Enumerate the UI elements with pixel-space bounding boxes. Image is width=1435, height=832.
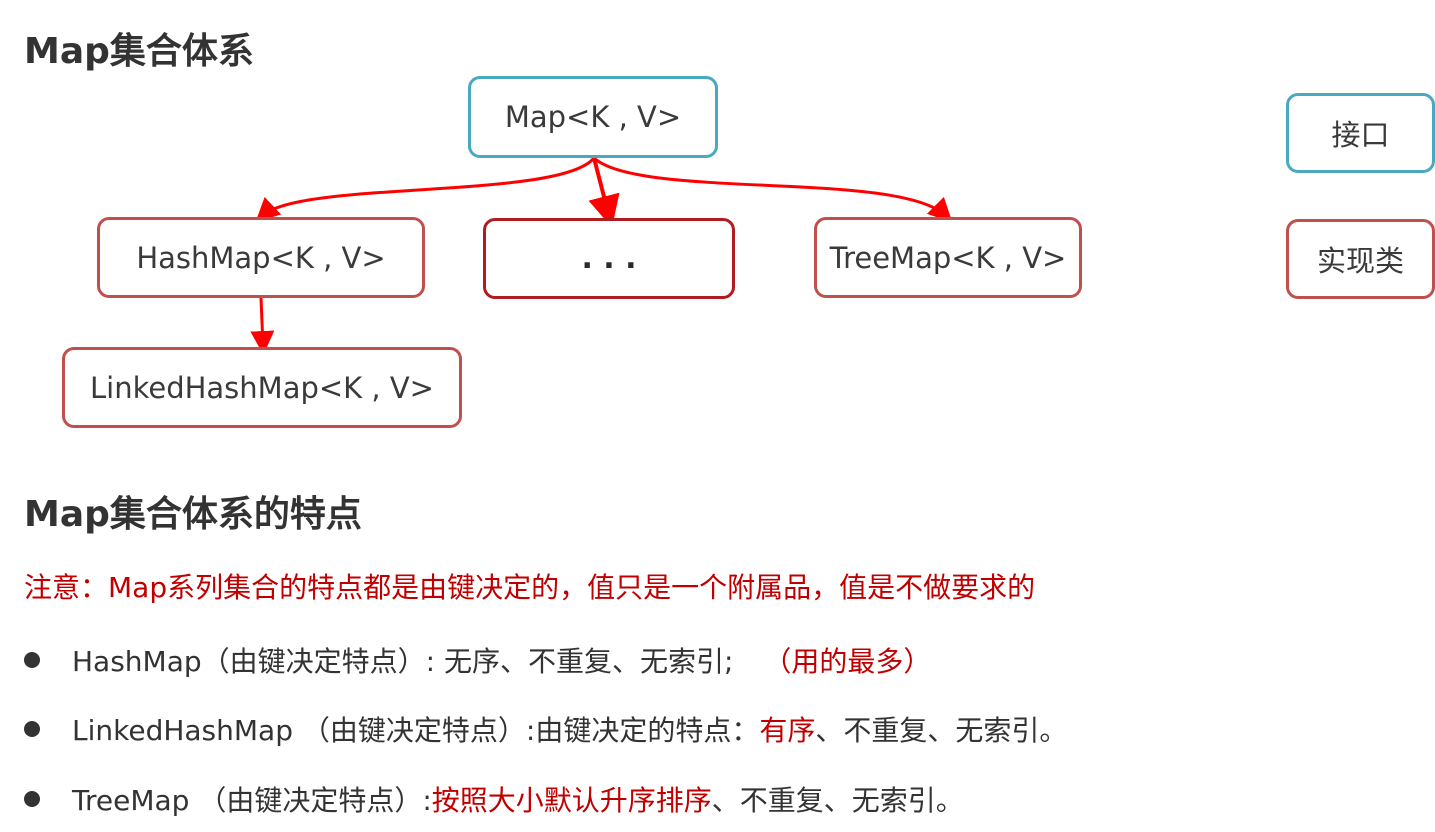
- bullet-hashmap: HashMap（由键决定特点）: 无序、不重复、无索引; （用的最多）: [24, 640, 931, 680]
- bullet-highlight: 有序: [759, 714, 816, 747]
- bullet-treemap: TreeMap （由键决定特点）: 按照大小默认升序排序 、不重复、无索引。: [24, 779, 964, 819]
- bullet-text: TreeMap （由键决定特点）:: [72, 784, 432, 817]
- arrow-map-to-hashmap: [255, 156, 596, 223]
- linkedhashmap-box: LinkedHashMap<K , V>: [62, 347, 462, 428]
- map-interface-box: Map<K , V>: [468, 76, 718, 158]
- arrow-hashmap-to-linked: [250, 297, 275, 355]
- bullet-linkedhashmap: LinkedHashMap （由键决定特点）:由键决定的特点： 有序 、不重复、…: [24, 709, 1067, 749]
- bullet-text: LinkedHashMap （由键决定特点）:由键决定的特点：: [72, 714, 760, 747]
- arrow-map-to-treemap: [592, 156, 953, 223]
- bullet-highlight: （用的最多）: [763, 645, 932, 678]
- arrow-map-to-ellipsis: [588, 157, 620, 228]
- bullet-text-tail: 、不重复、无索引。: [711, 784, 964, 817]
- bullet-dot: [24, 652, 40, 668]
- treemap-box: TreeMap<K , V>: [814, 217, 1082, 298]
- bullet-dot: [24, 721, 40, 737]
- bullet-dot: [24, 791, 40, 807]
- hashmap-box: HashMap<K , V>: [97, 217, 425, 298]
- bullet-text: HashMap（由键决定特点）: 无序、不重复、无索引;: [72, 645, 734, 678]
- legend-interface: 接口: [1286, 93, 1435, 173]
- features-title: Map集合体系的特点: [24, 494, 362, 535]
- legend-impl-class: 实现类: [1286, 219, 1435, 299]
- bullet-text-tail: 、不重复、无索引。: [815, 714, 1068, 747]
- diagram-title: Map集合体系: [24, 31, 254, 72]
- ellipsis-box: . . .: [483, 218, 735, 299]
- note-text: 注意：Map系列集合的特点都是由键决定的，值只是一个附属品，值是不做要求的: [24, 571, 1036, 604]
- bullet-highlight: 按照大小默认升序排序: [431, 784, 712, 817]
